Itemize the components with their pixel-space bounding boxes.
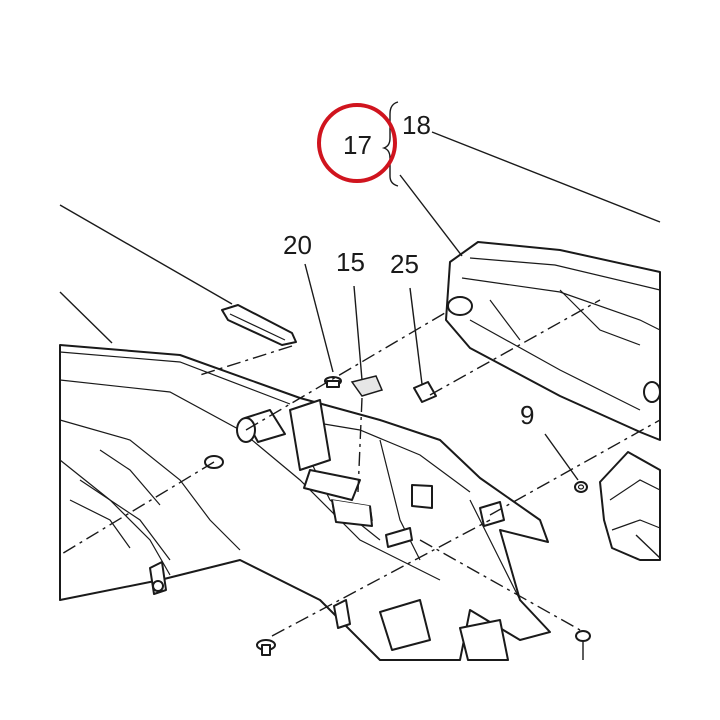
pad-15 — [350, 375, 384, 397]
callout-18: 18 — [402, 110, 431, 140]
callout-20: 20 — [283, 230, 312, 260]
group-bracket — [381, 101, 399, 187]
highlight-circle — [317, 103, 397, 183]
callout-25: 25 — [390, 249, 419, 279]
clip-25 — [413, 381, 437, 403]
main-body-part — [59, 344, 551, 661]
badge-part — [221, 304, 297, 346]
side-bracket-part — [599, 451, 661, 561]
screw-20 — [324, 376, 342, 388]
assembly-lines — [59, 299, 661, 637]
callout-17: 17 — [343, 130, 372, 160]
callout-15: 15 — [336, 247, 365, 277]
callout-9: 9 — [520, 400, 534, 430]
screw-lower-right — [575, 630, 591, 660]
screw-lower-left — [256, 639, 276, 656]
nut-9 — [574, 481, 588, 493]
leader-lines — [59, 131, 661, 559]
rear-cover-part — [445, 241, 661, 441]
